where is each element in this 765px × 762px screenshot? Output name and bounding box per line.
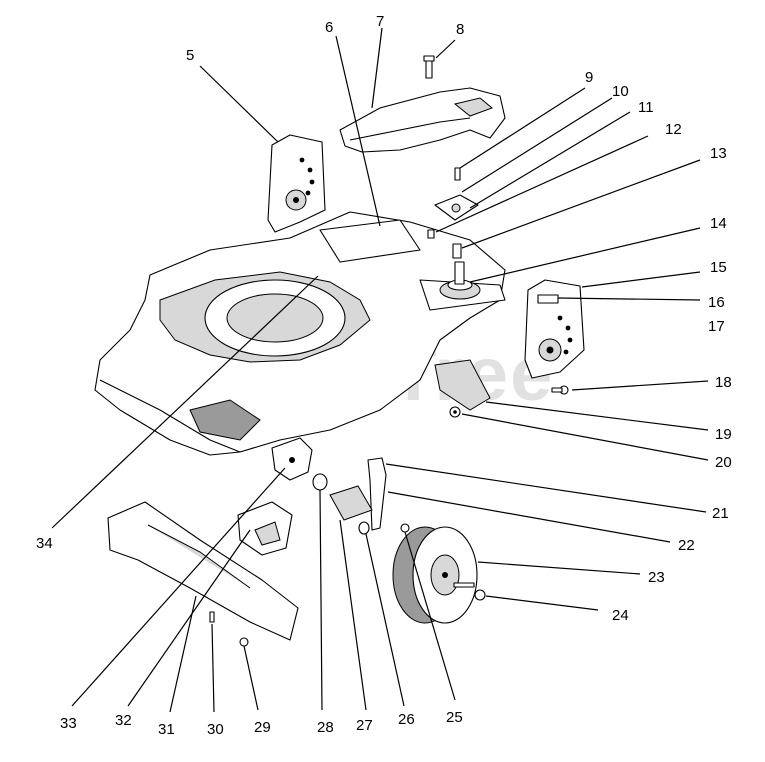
callout-15: 15 — [710, 259, 727, 276]
callout-22: 22 — [678, 537, 695, 554]
callout-23: 23 — [648, 569, 665, 586]
part-bolt-top — [423, 55, 435, 79]
callout-28: 28 — [317, 719, 334, 736]
callout-27: 27 — [356, 717, 373, 734]
leader-lines — [51, 27, 709, 713]
callout-11: 11 — [638, 99, 654, 116]
callout-10: 10 — [612, 83, 629, 100]
part-pivot-mount — [439, 261, 481, 300]
callout-21: 21 — [712, 505, 729, 522]
callout-25: 25 — [446, 709, 463, 726]
part-nut — [449, 406, 461, 418]
callout-20: 20 — [715, 454, 732, 471]
callout-34: 34 — [36, 535, 53, 552]
part-wheel — [392, 526, 486, 624]
part-mower-deck — [94, 211, 506, 456]
callout-33: 33 — [60, 715, 77, 732]
part-front-skirt — [107, 501, 299, 647]
callout-7: 7 — [376, 13, 384, 30]
callout-9: 9 — [585, 69, 593, 86]
callout-31: 31 — [158, 721, 175, 738]
part-axle-cover — [434, 359, 491, 411]
part-rear-cover — [339, 87, 506, 153]
part-front-height-adjuster — [271, 437, 313, 481]
part-wheel-lever — [329, 457, 387, 531]
callout-24: 24 — [612, 607, 629, 624]
callout-12: 12 — [665, 121, 682, 138]
part-screw-right — [551, 385, 569, 395]
callout-30: 30 — [207, 721, 224, 738]
callout-8: 8 — [456, 21, 464, 38]
callout-16: 16 — [708, 294, 725, 311]
callout-14: 14 — [710, 215, 727, 232]
part-left-height-bracket — [267, 134, 326, 233]
callout-labels: 5 6 7 8 9 10 11 12 13 14 15 16 17 18 19 … — [36, 13, 732, 738]
callout-32: 32 — [115, 712, 132, 729]
callout-6: 6 — [325, 19, 333, 36]
callout-17: 17 — [708, 318, 725, 335]
part-right-height-bracket — [524, 279, 585, 379]
part-hardware-stack — [427, 167, 479, 259]
callout-5: 5 — [186, 47, 194, 64]
callout-13: 13 — [710, 145, 727, 162]
callout-26: 26 — [398, 711, 415, 728]
callout-29: 29 — [254, 719, 271, 736]
callout-18: 18 — [715, 374, 732, 391]
callout-19: 19 — [715, 426, 732, 443]
part-washers — [312, 473, 410, 535]
